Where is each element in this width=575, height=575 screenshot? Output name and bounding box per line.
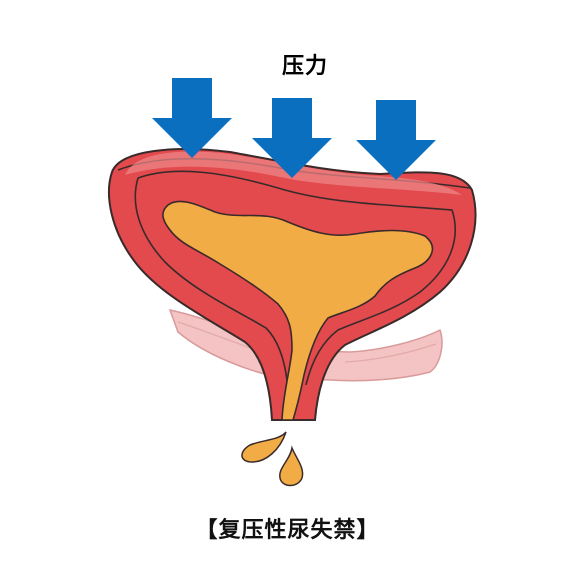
diagram-caption: 【复压性尿失禁】 (195, 518, 380, 543)
pressure-arrow-left-icon (152, 78, 232, 158)
urine-in-bladder (162, 200, 434, 421)
pressure-arrow-right-icon (356, 100, 436, 180)
droplet-left (241, 431, 287, 463)
pressure-arrow-middle-icon (252, 98, 332, 178)
urine-droplets (241, 431, 304, 487)
pressure-arrows (152, 78, 436, 180)
pressure-label: 压力 (281, 54, 328, 79)
droplet-right (279, 445, 304, 487)
